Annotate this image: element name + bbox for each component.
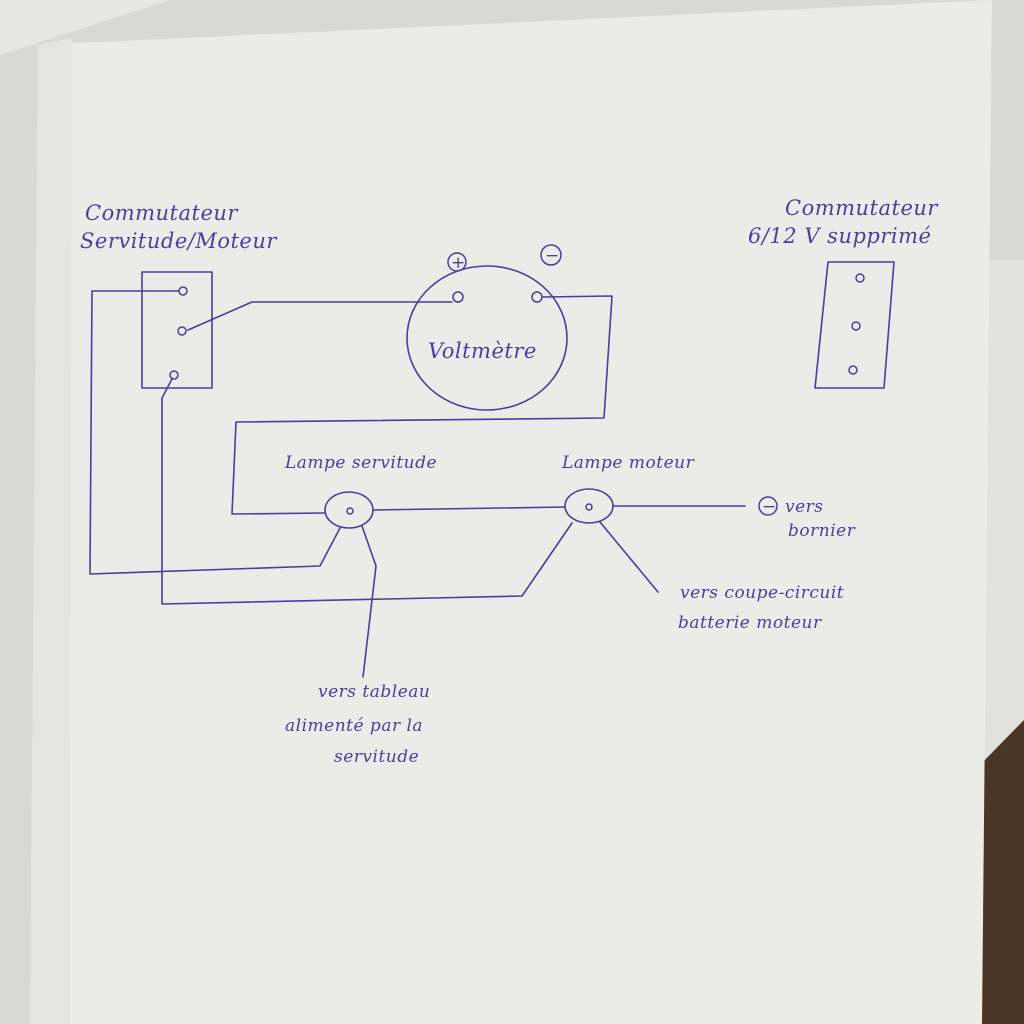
vers-bornier-line2: bornier bbox=[788, 521, 856, 541]
voltmetre-circle bbox=[406, 265, 568, 411]
coupe-circuit-line1: vers coupe-circuit bbox=[680, 583, 844, 603]
paper-corner-top-left bbox=[0, 0, 170, 55]
commutateur-right-subtitle: 6/12 V supprimé bbox=[748, 224, 931, 248]
voltmetre-terminal-minus bbox=[531, 291, 543, 303]
coupe-circuit-line2: batterie moteur bbox=[678, 613, 822, 633]
commutateur-left-subtitle: Servitude/Moteur bbox=[80, 229, 278, 253]
paper-sheet bbox=[30, 0, 992, 1024]
lampe-servitude-center bbox=[346, 507, 354, 515]
lampe-moteur-center bbox=[585, 503, 593, 511]
wire-lamp-to-lamp bbox=[372, 506, 566, 511]
bornier-minus-circle bbox=[758, 496, 778, 516]
wire-to-tableau bbox=[361, 525, 377, 678]
lampe-moteur-label: Lampe moteur bbox=[561, 453, 695, 473]
plus-sign: + bbox=[451, 253, 466, 273]
tableau-line2: alimenté par la bbox=[285, 716, 423, 736]
wire-to-coupe-circuit bbox=[599, 521, 659, 593]
voltmetre-terminal-plus bbox=[452, 291, 464, 303]
wire-switch-bottom-to-lamp-moteur bbox=[161, 378, 573, 605]
commutateur-right-terminal-middle bbox=[851, 321, 861, 331]
voltmetre-label: Voltmètre bbox=[428, 339, 537, 363]
commutateur-right-terminal-top bbox=[855, 273, 865, 283]
commutateur-left-title: Commutateur bbox=[85, 201, 239, 225]
minus-sign: − bbox=[545, 246, 560, 266]
tableau-line3: servitude bbox=[334, 747, 419, 767]
lampe-servitude-label: Lampe servitude bbox=[284, 453, 437, 473]
wire-voltmeter-minus-to-ground bbox=[231, 295, 613, 515]
plus-sign-circle bbox=[447, 252, 467, 272]
commutateur-right-box bbox=[814, 261, 895, 389]
commutateur-left-terminal-middle bbox=[177, 326, 187, 336]
vers-bornier-line1: vers bbox=[785, 497, 824, 517]
minus-sign-circle bbox=[540, 244, 562, 266]
commutateur-left-box bbox=[141, 271, 213, 389]
commutateur-left-terminal-bottom bbox=[169, 370, 179, 380]
tableau-line1: vers tableau bbox=[318, 682, 430, 702]
wire-switch-middle-to-voltmeter-plus bbox=[187, 301, 453, 331]
paper-left-shadow bbox=[30, 38, 72, 1024]
wire-switch-top-to-lamp-servitude bbox=[89, 290, 341, 575]
bornier-minus-sign: − bbox=[762, 497, 777, 517]
commutateur-right-title: Commutateur bbox=[785, 196, 939, 220]
commutateur-right-terminal-bottom bbox=[848, 365, 858, 375]
